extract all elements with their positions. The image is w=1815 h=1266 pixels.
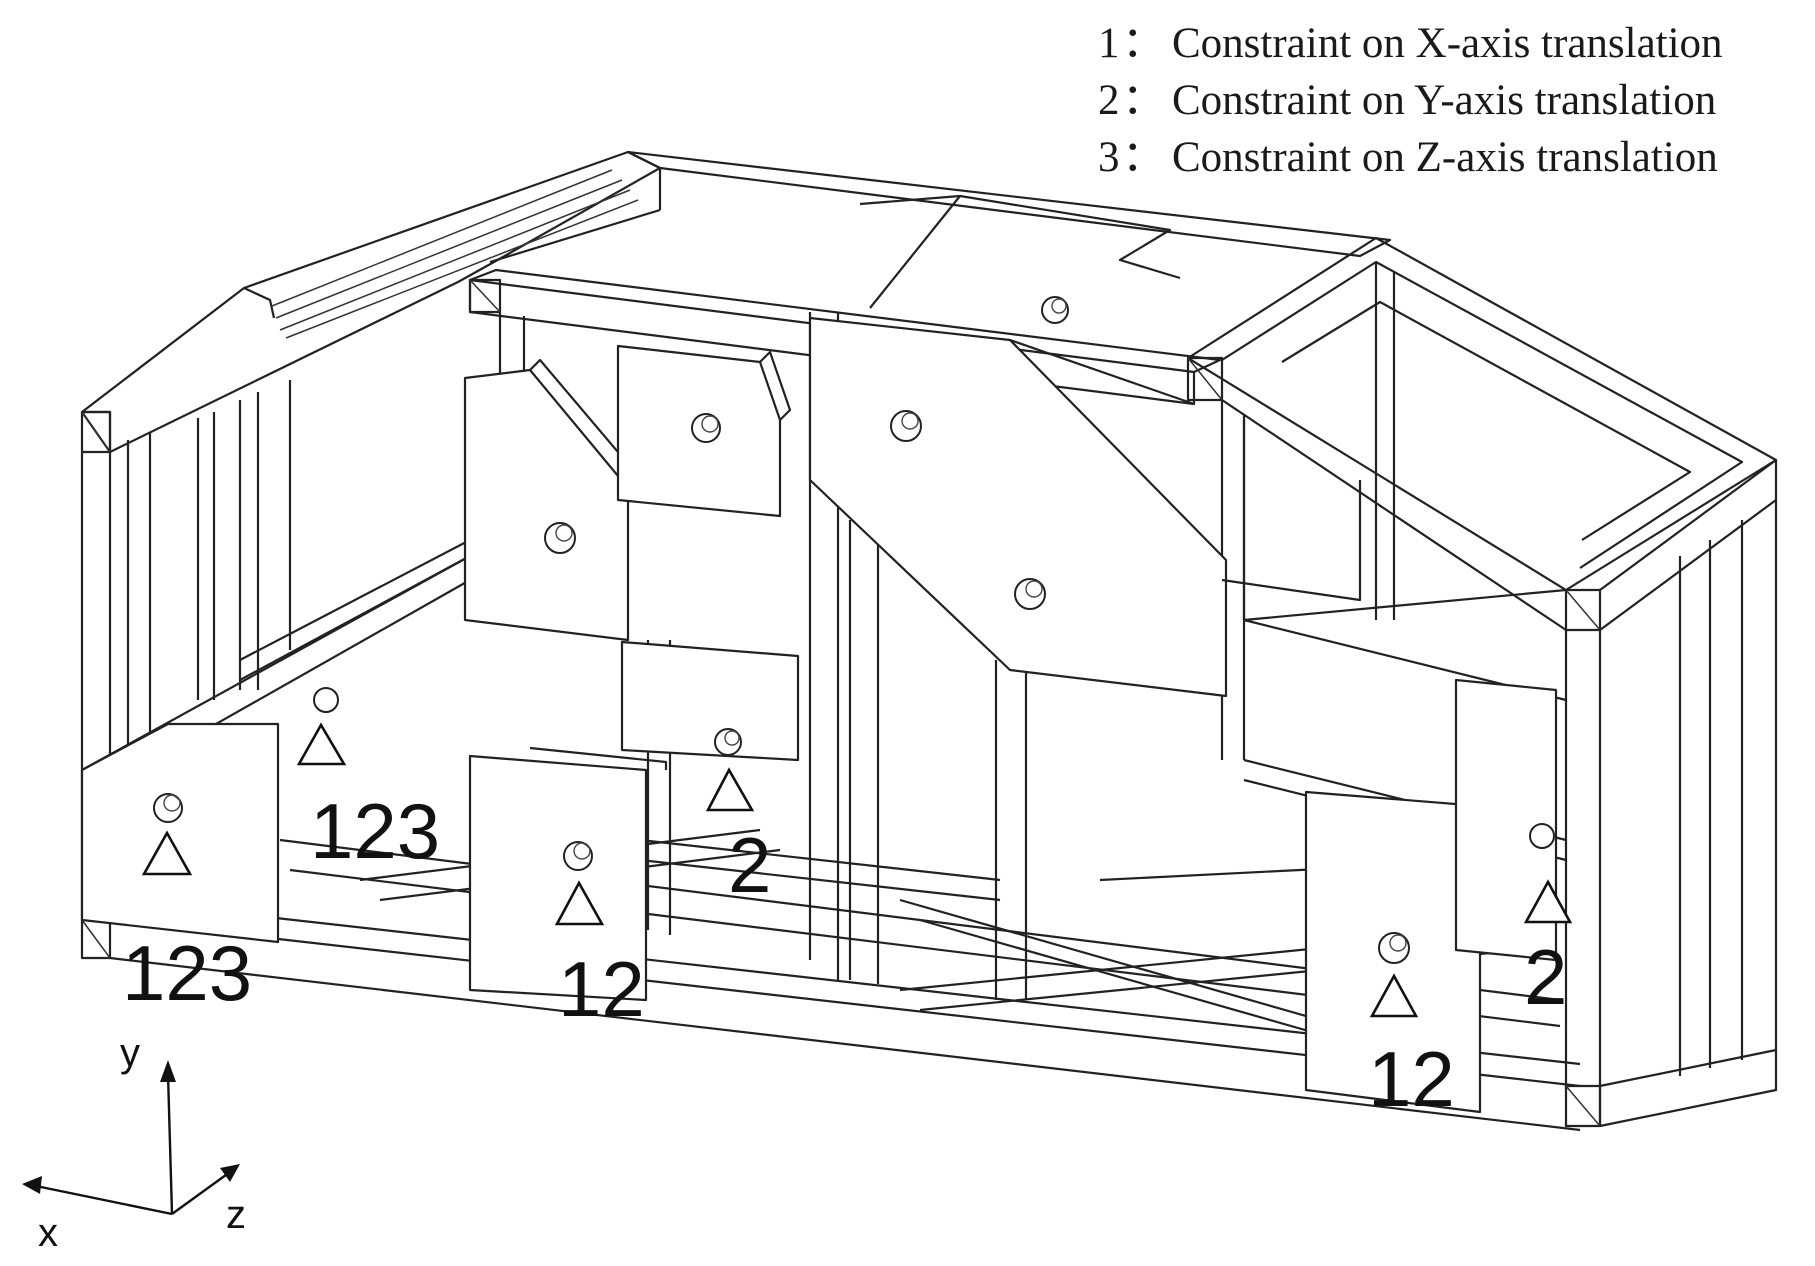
constraint-labels: 123 123 12 2 12 2 — [122, 787, 1567, 1123]
mounting-plates — [80, 316, 1558, 1114]
coordinate-axes: y x z — [22, 1031, 246, 1255]
y-axis-label: y — [120, 1031, 140, 1075]
bolt-hole — [563, 841, 593, 871]
bolt-holes — [153, 296, 1555, 964]
top-back-beam — [489, 150, 1392, 264]
x-axis-arrowhead — [22, 1176, 42, 1194]
legend-item-2-separator: ： — [1122, 77, 1165, 124]
constraint-label: 123 — [122, 929, 252, 1017]
bolt-hole — [544, 522, 576, 554]
plate-lower-left-center — [468, 754, 648, 1002]
z-axis-arrowhead — [220, 1164, 240, 1182]
constraint-triangle — [1523, 879, 1573, 924]
legend-item-3-separator: ： — [1122, 134, 1165, 181]
left-roof-truss — [80, 150, 662, 454]
constraint-label: 2 — [1524, 933, 1567, 1021]
x-axis-line — [35, 1184, 173, 1216]
z-axis-label: z — [226, 1193, 246, 1237]
z-axis-line — [171, 1171, 231, 1215]
constraint-markers — [141, 722, 1573, 1018]
legend-item-3-text: Constraint on Z-axis translation — [1172, 134, 1718, 181]
x-axis-label: x — [38, 1211, 58, 1255]
bolt-hole — [1041, 296, 1069, 324]
legend-item-2-text: Constraint on Y-axis translation — [1172, 77, 1716, 124]
plate-lower-center — [620, 640, 800, 762]
constraint-triangle — [554, 880, 605, 926]
legend-item-1-separator: ： — [1122, 20, 1165, 67]
plate-upper-left — [463, 368, 630, 642]
bolt-hole — [1529, 823, 1555, 849]
bolt-hole — [1378, 932, 1410, 964]
constraint-label: 12 — [558, 945, 645, 1033]
constraint-triangle — [705, 767, 755, 812]
constraint-triangle — [141, 830, 193, 876]
bolt-hole — [691, 413, 721, 443]
y-axis-line — [166, 1073, 174, 1215]
legend-item-1-text: Constraint on X-axis translation — [1172, 20, 1723, 67]
legend: 1 ： Constraint on X-axis translation 2 ：… — [1098, 20, 1723, 181]
bolt-hole — [890, 410, 922, 442]
bolt-hole — [714, 728, 742, 756]
legend-item-2-number: 2 — [1098, 77, 1120, 124]
constraint-triangle — [296, 722, 347, 766]
constraint-label: 2 — [728, 821, 771, 909]
plate-center-diagonal — [808, 316, 1228, 698]
constraint-label: 12 — [1368, 1035, 1455, 1123]
legend-item-3-number: 3 — [1098, 134, 1120, 181]
steel-frame — [80, 150, 1778, 1132]
constraint-label: 123 — [310, 787, 440, 875]
right-box-frame — [1186, 236, 1778, 1128]
bolt-hole — [1014, 578, 1046, 610]
bolt-hole — [313, 687, 339, 713]
plate-right-rear — [1454, 678, 1558, 962]
y-axis-arrowhead — [160, 1060, 176, 1082]
bolt-hole — [153, 793, 183, 823]
legend-item-1-number: 1 — [1098, 20, 1120, 67]
plate-lower-left — [80, 722, 280, 944]
constraint-triangle — [1369, 973, 1419, 1018]
